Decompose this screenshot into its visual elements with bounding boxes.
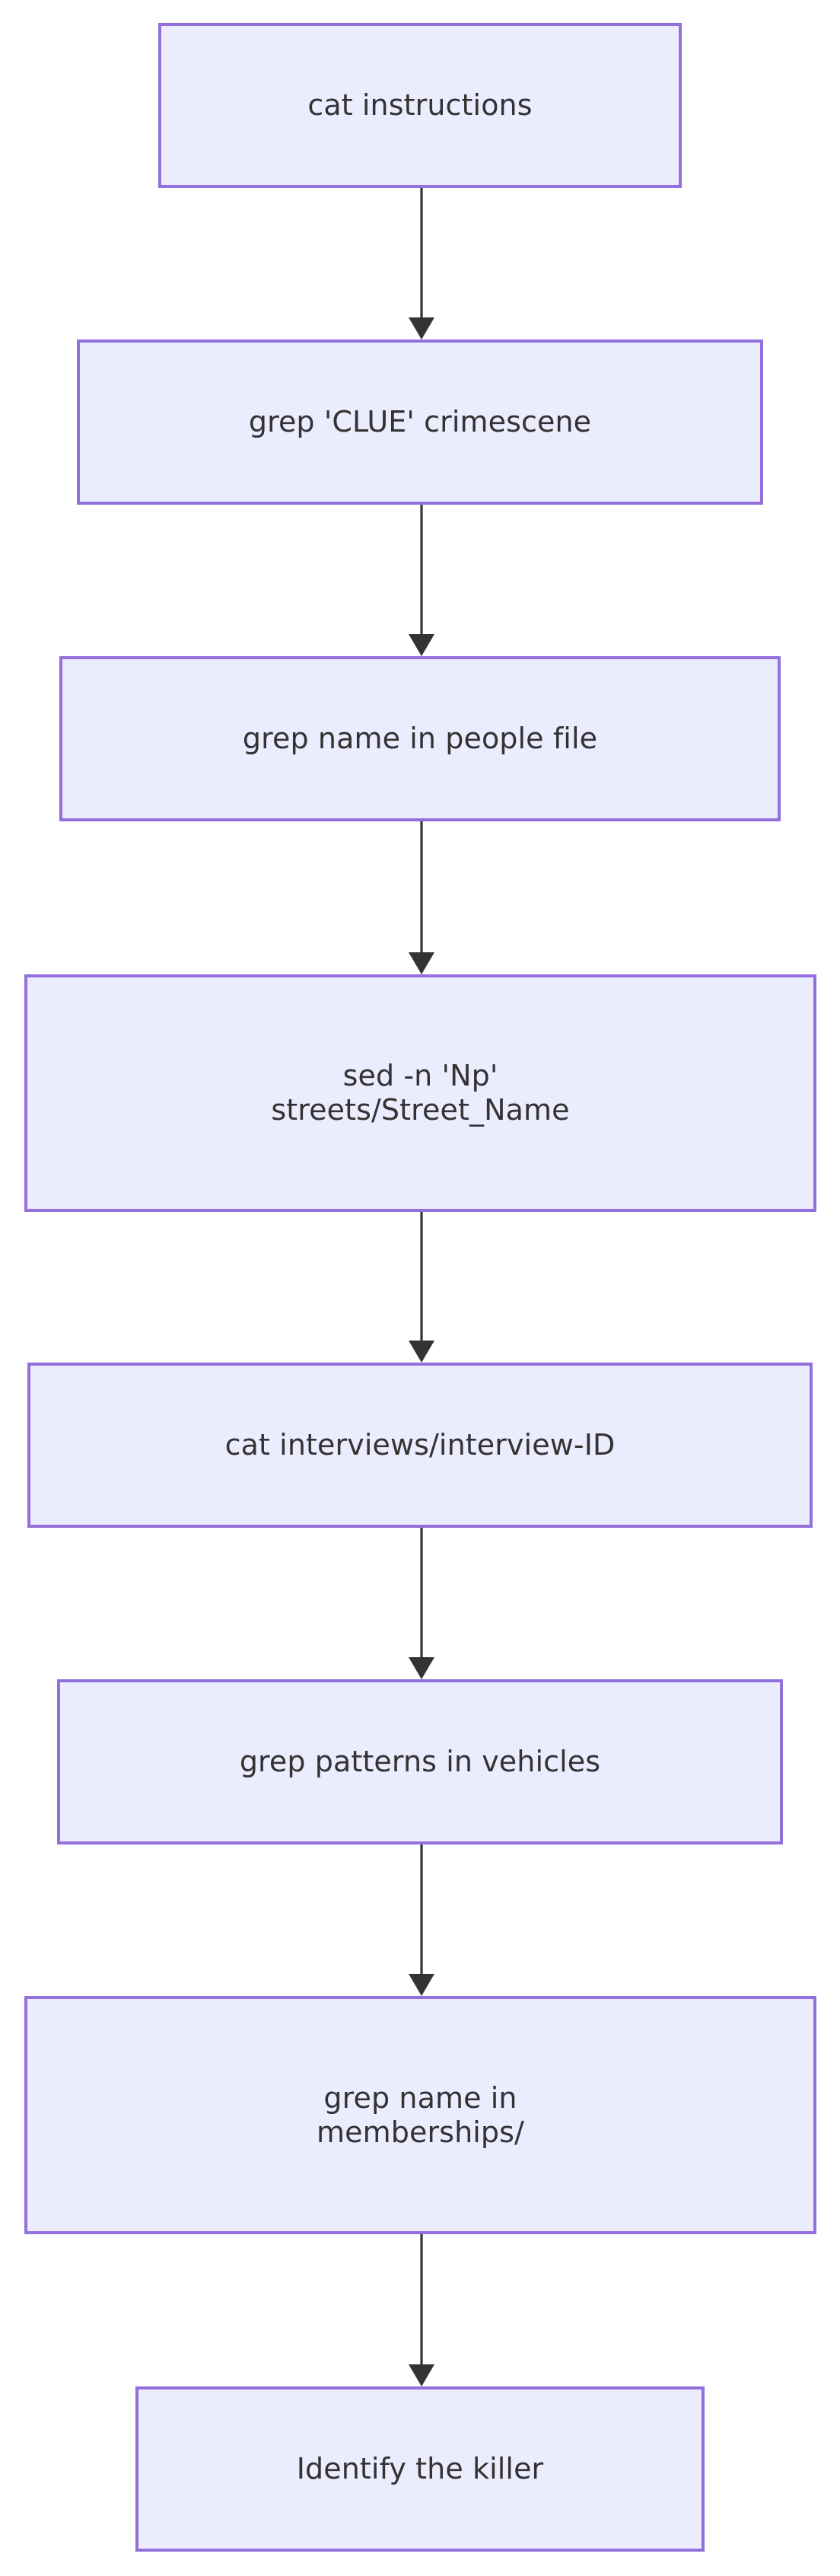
flow-node-sed-street-name[interactable]: sed -n 'Np' streets/Street_Name <box>24 974 816 1212</box>
edge-n4-n5 <box>409 1212 434 1363</box>
flow-node-grep-name-people-file[interactable]: grep name in people file <box>59 656 781 821</box>
edge-n5-n6 <box>409 1528 434 1679</box>
flow-node-cat-instructions[interactable]: cat instructions <box>158 23 682 188</box>
edge-n7-n8 <box>409 2234 434 2386</box>
flow-node-grep-clue-crimescene[interactable]: grep 'CLUE' crimescene <box>77 340 763 505</box>
flow-node-grep-patterns-vehicles[interactable]: grep patterns in vehicles <box>57 1679 783 1844</box>
flow-node-grep-name-memberships[interactable]: grep name in memberships/ <box>24 1996 816 2234</box>
edge-n1-n2 <box>409 188 434 340</box>
edge-n3-n4 <box>409 821 434 974</box>
flow-node-identify-the-killer[interactable]: Identify the killer <box>135 2386 705 2552</box>
edge-n6-n7 <box>409 1844 434 1996</box>
edge-n2-n3 <box>409 505 434 656</box>
flow-node-cat-interview-id[interactable]: cat interviews/interview-ID <box>27 1363 813 1528</box>
